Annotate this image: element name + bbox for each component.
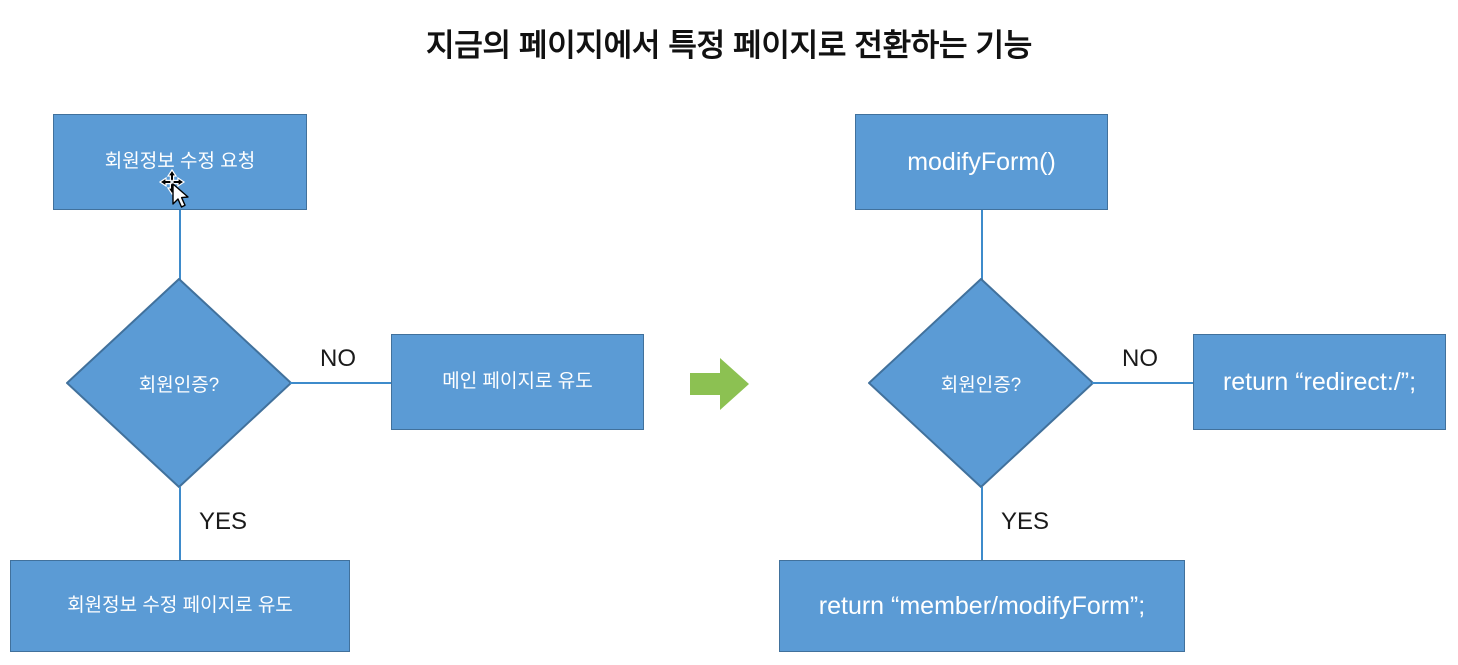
left-yes-target-node[interactable]: 회원정보 수정 페이지로 유도 [10, 560, 350, 652]
right-arrow-icon [689, 355, 751, 418]
right-no-target-node[interactable]: return “redirect:/”; [1193, 334, 1446, 430]
left-connector-no [290, 382, 392, 384]
left-decision-node[interactable]: 회원인증? [66, 278, 292, 488]
left-connector-start-to-decision [179, 210, 181, 281]
left-yes-label: YES [199, 508, 248, 535]
right-start-node[interactable]: modifyForm() [855, 114, 1108, 210]
right-connector-start-to-decision [981, 210, 983, 281]
right-arrow-glyph [690, 358, 749, 410]
page-title: 지금의 페이지에서 특정 페이지로 전환하는 기능 [426, 28, 1032, 63]
diamond-shape-icon [868, 278, 1094, 488]
left-no-label: NO [320, 345, 356, 372]
left-no-target-node[interactable]: 메인 페이지로 유도 [391, 334, 644, 430]
right-yes-label: YES [1001, 508, 1050, 535]
right-yes-target-node[interactable]: return “member/modifyForm”; [779, 560, 1185, 652]
right-connector-yes [981, 487, 983, 561]
right-decision-node[interactable]: 회원인증? [868, 278, 1094, 488]
right-no-label: NO [1122, 345, 1158, 372]
left-start-node[interactable]: 회원정보 수정 요청 [53, 114, 307, 210]
left-connector-yes [179, 487, 181, 561]
right-connector-no [1092, 382, 1194, 384]
diamond-shape-icon [66, 278, 292, 488]
